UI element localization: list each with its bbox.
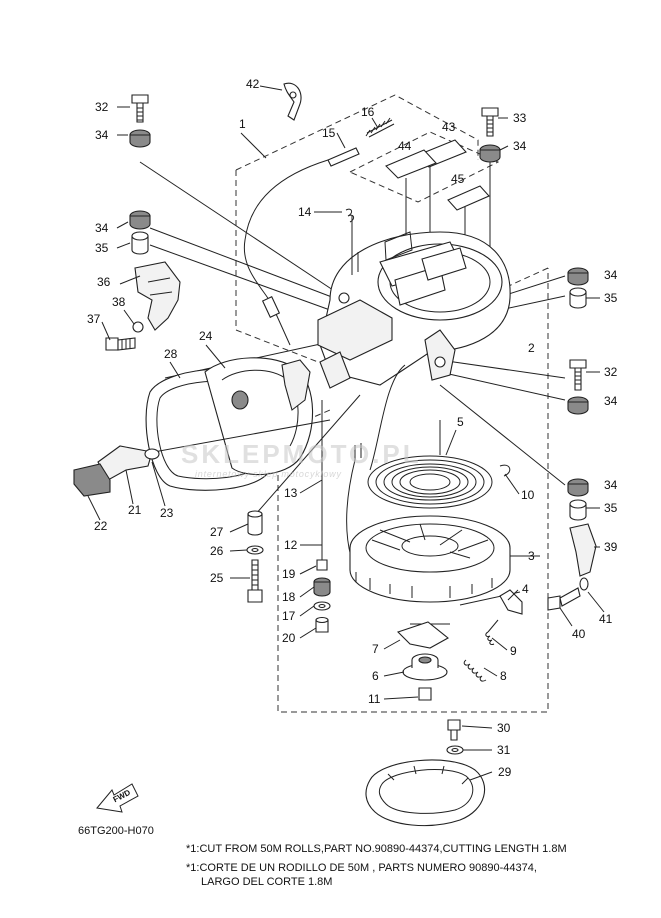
- callout-30: 30: [497, 721, 511, 735]
- callout-17: 17: [282, 609, 296, 623]
- callout-44: 44: [398, 139, 412, 153]
- callout-2: 2: [528, 341, 535, 355]
- callout-43: 43: [442, 120, 456, 134]
- bracket-assembly: [105, 261, 181, 351]
- callout-31: 31: [497, 743, 511, 757]
- callout-45: 45: [451, 172, 465, 186]
- callout-38: 38: [112, 295, 126, 309]
- callout-25: 25: [210, 571, 224, 585]
- callout-29: 29: [498, 765, 512, 779]
- callout-42: 42: [246, 77, 260, 91]
- callout-26: 26: [210, 544, 224, 558]
- callout-6: 6: [372, 669, 379, 683]
- fwd-arrow-icon: FWD: [96, 783, 139, 813]
- callout-21: 21: [128, 503, 142, 517]
- callout-15: 15: [322, 126, 336, 140]
- decal-stickers: [385, 139, 490, 211]
- callout-35-right-a: 35: [604, 291, 618, 305]
- callout-37: 37: [87, 312, 101, 326]
- watermark-tagline: internetowy sklep motocyklowy: [195, 469, 342, 479]
- starter-housing: [317, 231, 511, 389]
- callout-27: 27: [210, 525, 224, 539]
- callout-1: 1: [239, 117, 246, 131]
- callout-19: 19: [282, 567, 296, 581]
- callout-11: 11: [368, 692, 381, 706]
- callout-28: 28: [164, 347, 178, 361]
- callout-3: 3: [528, 549, 535, 563]
- callout-34-f: 34: [604, 478, 618, 492]
- footnote-line-1: *1:CUT FROM 50M ROLLS,PART NO.90890-4437…: [186, 843, 567, 855]
- callout-20: 20: [282, 631, 296, 645]
- callout-32-left: 32: [95, 100, 109, 114]
- right-fasteners: [479, 107, 597, 611]
- callout-10: 10: [521, 488, 535, 502]
- callout-labels: 1 2 3 4 5 6 7 8 9 10 11 12 13 14 15 16 1…: [87, 77, 618, 779]
- callout-34-c: 34: [513, 139, 527, 153]
- callout-8: 8: [500, 669, 507, 683]
- callout-4: 4: [522, 582, 529, 596]
- callout-14: 14: [298, 205, 312, 219]
- callout-41: 41: [599, 612, 613, 626]
- callout-35-left: 35: [95, 241, 109, 255]
- callout-34-b: 34: [95, 221, 109, 235]
- callout-13: 13: [284, 486, 298, 500]
- left-fasteners: [129, 94, 151, 255]
- callout-5: 5: [457, 415, 464, 429]
- callout-39: 39: [604, 540, 618, 554]
- callout-7: 7: [372, 642, 379, 656]
- handle-and-shields: [73, 357, 331, 497]
- callout-34-d: 34: [604, 268, 618, 282]
- small-components: [396, 589, 523, 701]
- callout-35-right-b: 35: [604, 501, 618, 515]
- watermark-brand: SKLEPMOTO.PL: [181, 439, 422, 469]
- footnote-line-2: *1:CORTE DE UN RODILLO DE 50M , PARTS NU…: [186, 862, 537, 874]
- watermark: SKLEPMOTO.PL internetowy sklep motocyklo…: [181, 439, 422, 479]
- callout-18: 18: [282, 590, 296, 604]
- diagram-code: 66TG200-H070: [78, 825, 154, 837]
- callout-9: 9: [510, 644, 517, 658]
- callout-32-right: 32: [604, 365, 618, 379]
- callout-33: 33: [513, 111, 527, 125]
- callout-34-e: 34: [604, 394, 618, 408]
- callout-ticks: [87, 85, 605, 781]
- callout-22: 22: [94, 519, 108, 533]
- spring-and-reel: [346, 364, 511, 603]
- bottom-ring: [365, 719, 485, 827]
- callout-23: 23: [160, 506, 174, 520]
- callout-40: 40: [572, 627, 586, 641]
- callout-34-a: 34: [95, 128, 109, 142]
- footnote-line-3: LARGO DEL CORTE 1.8M: [201, 876, 333, 888]
- left-column-fasteners: [246, 443, 362, 633]
- throttle-cable: [243, 82, 395, 346]
- callout-12: 12: [284, 538, 298, 552]
- callout-36: 36: [97, 275, 111, 289]
- callout-16: 16: [361, 105, 375, 119]
- callout-24: 24: [199, 329, 213, 343]
